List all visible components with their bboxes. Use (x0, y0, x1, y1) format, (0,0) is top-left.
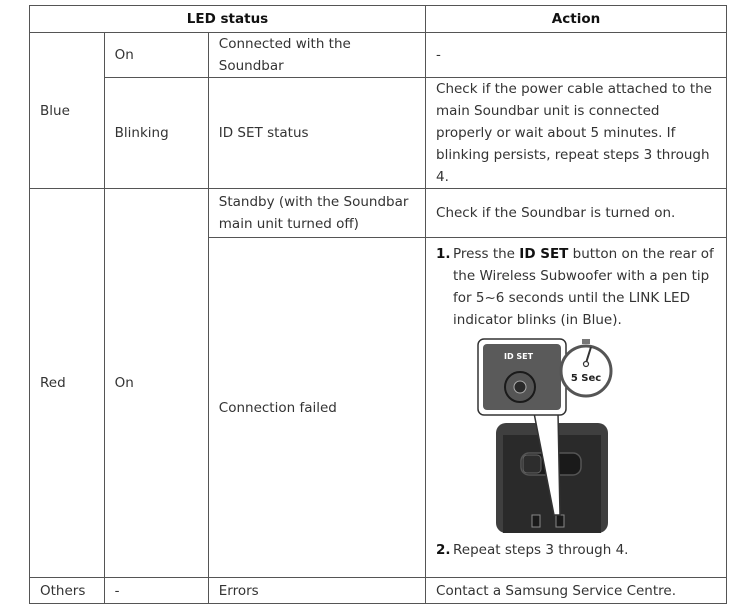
step-1: 1. Press the ID SET button on the rear o… (436, 243, 716, 331)
action-text: Check if the power cable attached to the… (425, 77, 727, 189)
panel-label: ID SET (504, 352, 534, 361)
led-status-table: LED status Action Blue On Connected with… (28, 5, 727, 604)
header-action: Action (425, 5, 727, 33)
led-color-others: Others (29, 577, 105, 604)
header-row: LED status Action (28, 5, 727, 33)
table-row: Red On Standby (with the Soundbar main u… (29, 188, 727, 578)
timer-label: 5 Sec (571, 373, 601, 384)
subwoofer-id-set-illustration: ID SET 5 Sec (477, 338, 613, 533)
table-row: Blinking ID SET status Check if the powe… (30, 77, 727, 189)
led-color-red: Red (29, 188, 105, 578)
action-steps: 1. Press the ID SET button on the rear o… (425, 237, 727, 578)
step-number: 2. (436, 542, 451, 558)
led-state: On (103, 32, 209, 78)
step-number: 1. (436, 246, 451, 262)
led-status-text: Standby (with the Soundbar main unit tur… (207, 188, 427, 238)
action-text: Check if the Soundbar is turned on. (425, 188, 727, 238)
action-text: - (425, 32, 727, 78)
led-state: On (103, 188, 209, 578)
step-text: Press the ID SET button on the rear of t… (453, 243, 716, 331)
led-state: Blinking (103, 77, 209, 189)
step-text-pre: Press the (453, 246, 520, 262)
led-status-text: Connection failed (207, 237, 427, 578)
table-row: Blue On Connected with the Soundbar - (29, 32, 727, 189)
led-status-text: ID SET status (207, 77, 427, 189)
action-text: Contact a Samsung Service Centre. (425, 577, 727, 604)
led-status-text: Errors (207, 577, 427, 604)
step-text: Repeat steps 3 through 4. (453, 542, 629, 558)
led-status-text: Connected with the Soundbar (207, 32, 427, 78)
step-2: 2. Repeat steps 3 through 4. (436, 539, 716, 561)
table-row: Connection failed 1. Press the ID SET bu… (30, 237, 727, 578)
header-led-status: LED status (28, 5, 427, 33)
led-state: - (103, 577, 209, 604)
step-text-post: button on the rear of the Wireless Subwo… (453, 246, 714, 328)
stopwatch-icon: 5 Sec (559, 339, 613, 398)
id-set-label: ID SET (519, 246, 569, 262)
table-row: Others - Errors Contact a Samsung Servic… (29, 577, 727, 604)
led-color-blue: Blue (29, 32, 105, 189)
